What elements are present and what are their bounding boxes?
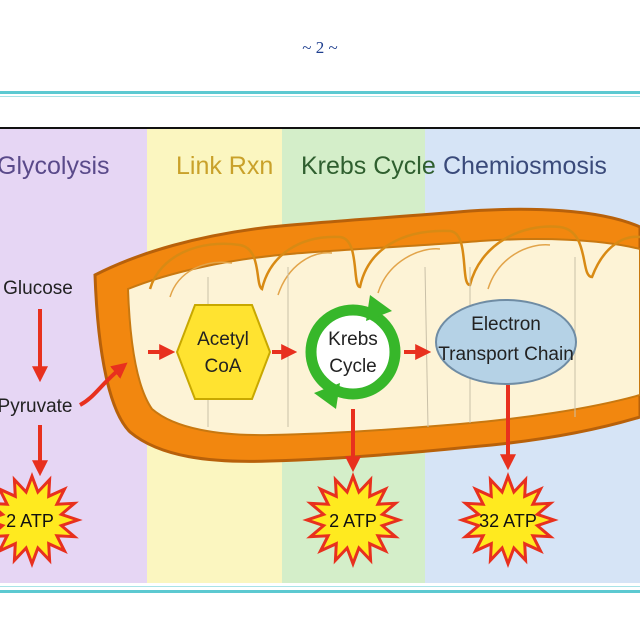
atp-chemiosmosis-label: 32 ATP — [479, 511, 537, 531]
cellular-respiration-diagram: Glycolysis Link Rxn Krebs Cycle Chemiosm… — [0, 127, 640, 583]
stage-title-krebs: Krebs Cycle — [301, 152, 436, 180]
stage-title-chemiosmosis: Chemiosmosis — [443, 152, 607, 180]
top-divider — [0, 91, 640, 97]
atp-burst-glycolysis — [0, 472, 83, 568]
electron-transport-chain-oval — [435, 299, 577, 385]
mitochondrion-cristae — [148, 225, 640, 291]
etc-label-line1: Electron — [471, 314, 541, 335]
krebs-cycle-arrowhead-bottom — [314, 383, 340, 409]
acetyl-coa-hexagon — [175, 304, 272, 400]
stage-title-glycolysis: Glycolysis — [0, 152, 110, 180]
mitochondrion-cristae-inner — [169, 244, 551, 298]
krebs-cycle-label-line2: Cycle — [329, 356, 377, 377]
atp-burst-krebs — [302, 472, 404, 568]
stage-title-link-rxn: Link Rxn — [176, 152, 273, 180]
atp-starburst-shape — [457, 472, 559, 568]
bottom-divider — [0, 586, 640, 593]
pyruvate-to-mitochondrion-arrow — [78, 362, 128, 407]
krebs-cycle-arrowhead-top — [366, 295, 392, 321]
atp-starburst-shape — [302, 472, 404, 568]
atp-krebs-label: 2 ATP — [329, 511, 377, 531]
atp-starburst-shape — [0, 472, 83, 568]
atp-burst-chemiosmosis — [457, 472, 559, 568]
etc-label-line2: Transport Chain — [438, 344, 574, 365]
pyruvate-label: Pyruvate — [0, 396, 72, 417]
krebs-cycle-ring — [305, 304, 401, 400]
page-number: ~ 2 ~ — [302, 38, 338, 57]
acetyl-coa-label-line1: Acetyl — [197, 329, 249, 350]
krebs-cycle-label-line1: Krebs — [328, 329, 378, 350]
atp-glycolysis-label: 2 ATP — [6, 511, 54, 531]
glucose-label: Glucose — [3, 278, 73, 299]
acetyl-coa-label-line2: CoA — [205, 356, 242, 377]
